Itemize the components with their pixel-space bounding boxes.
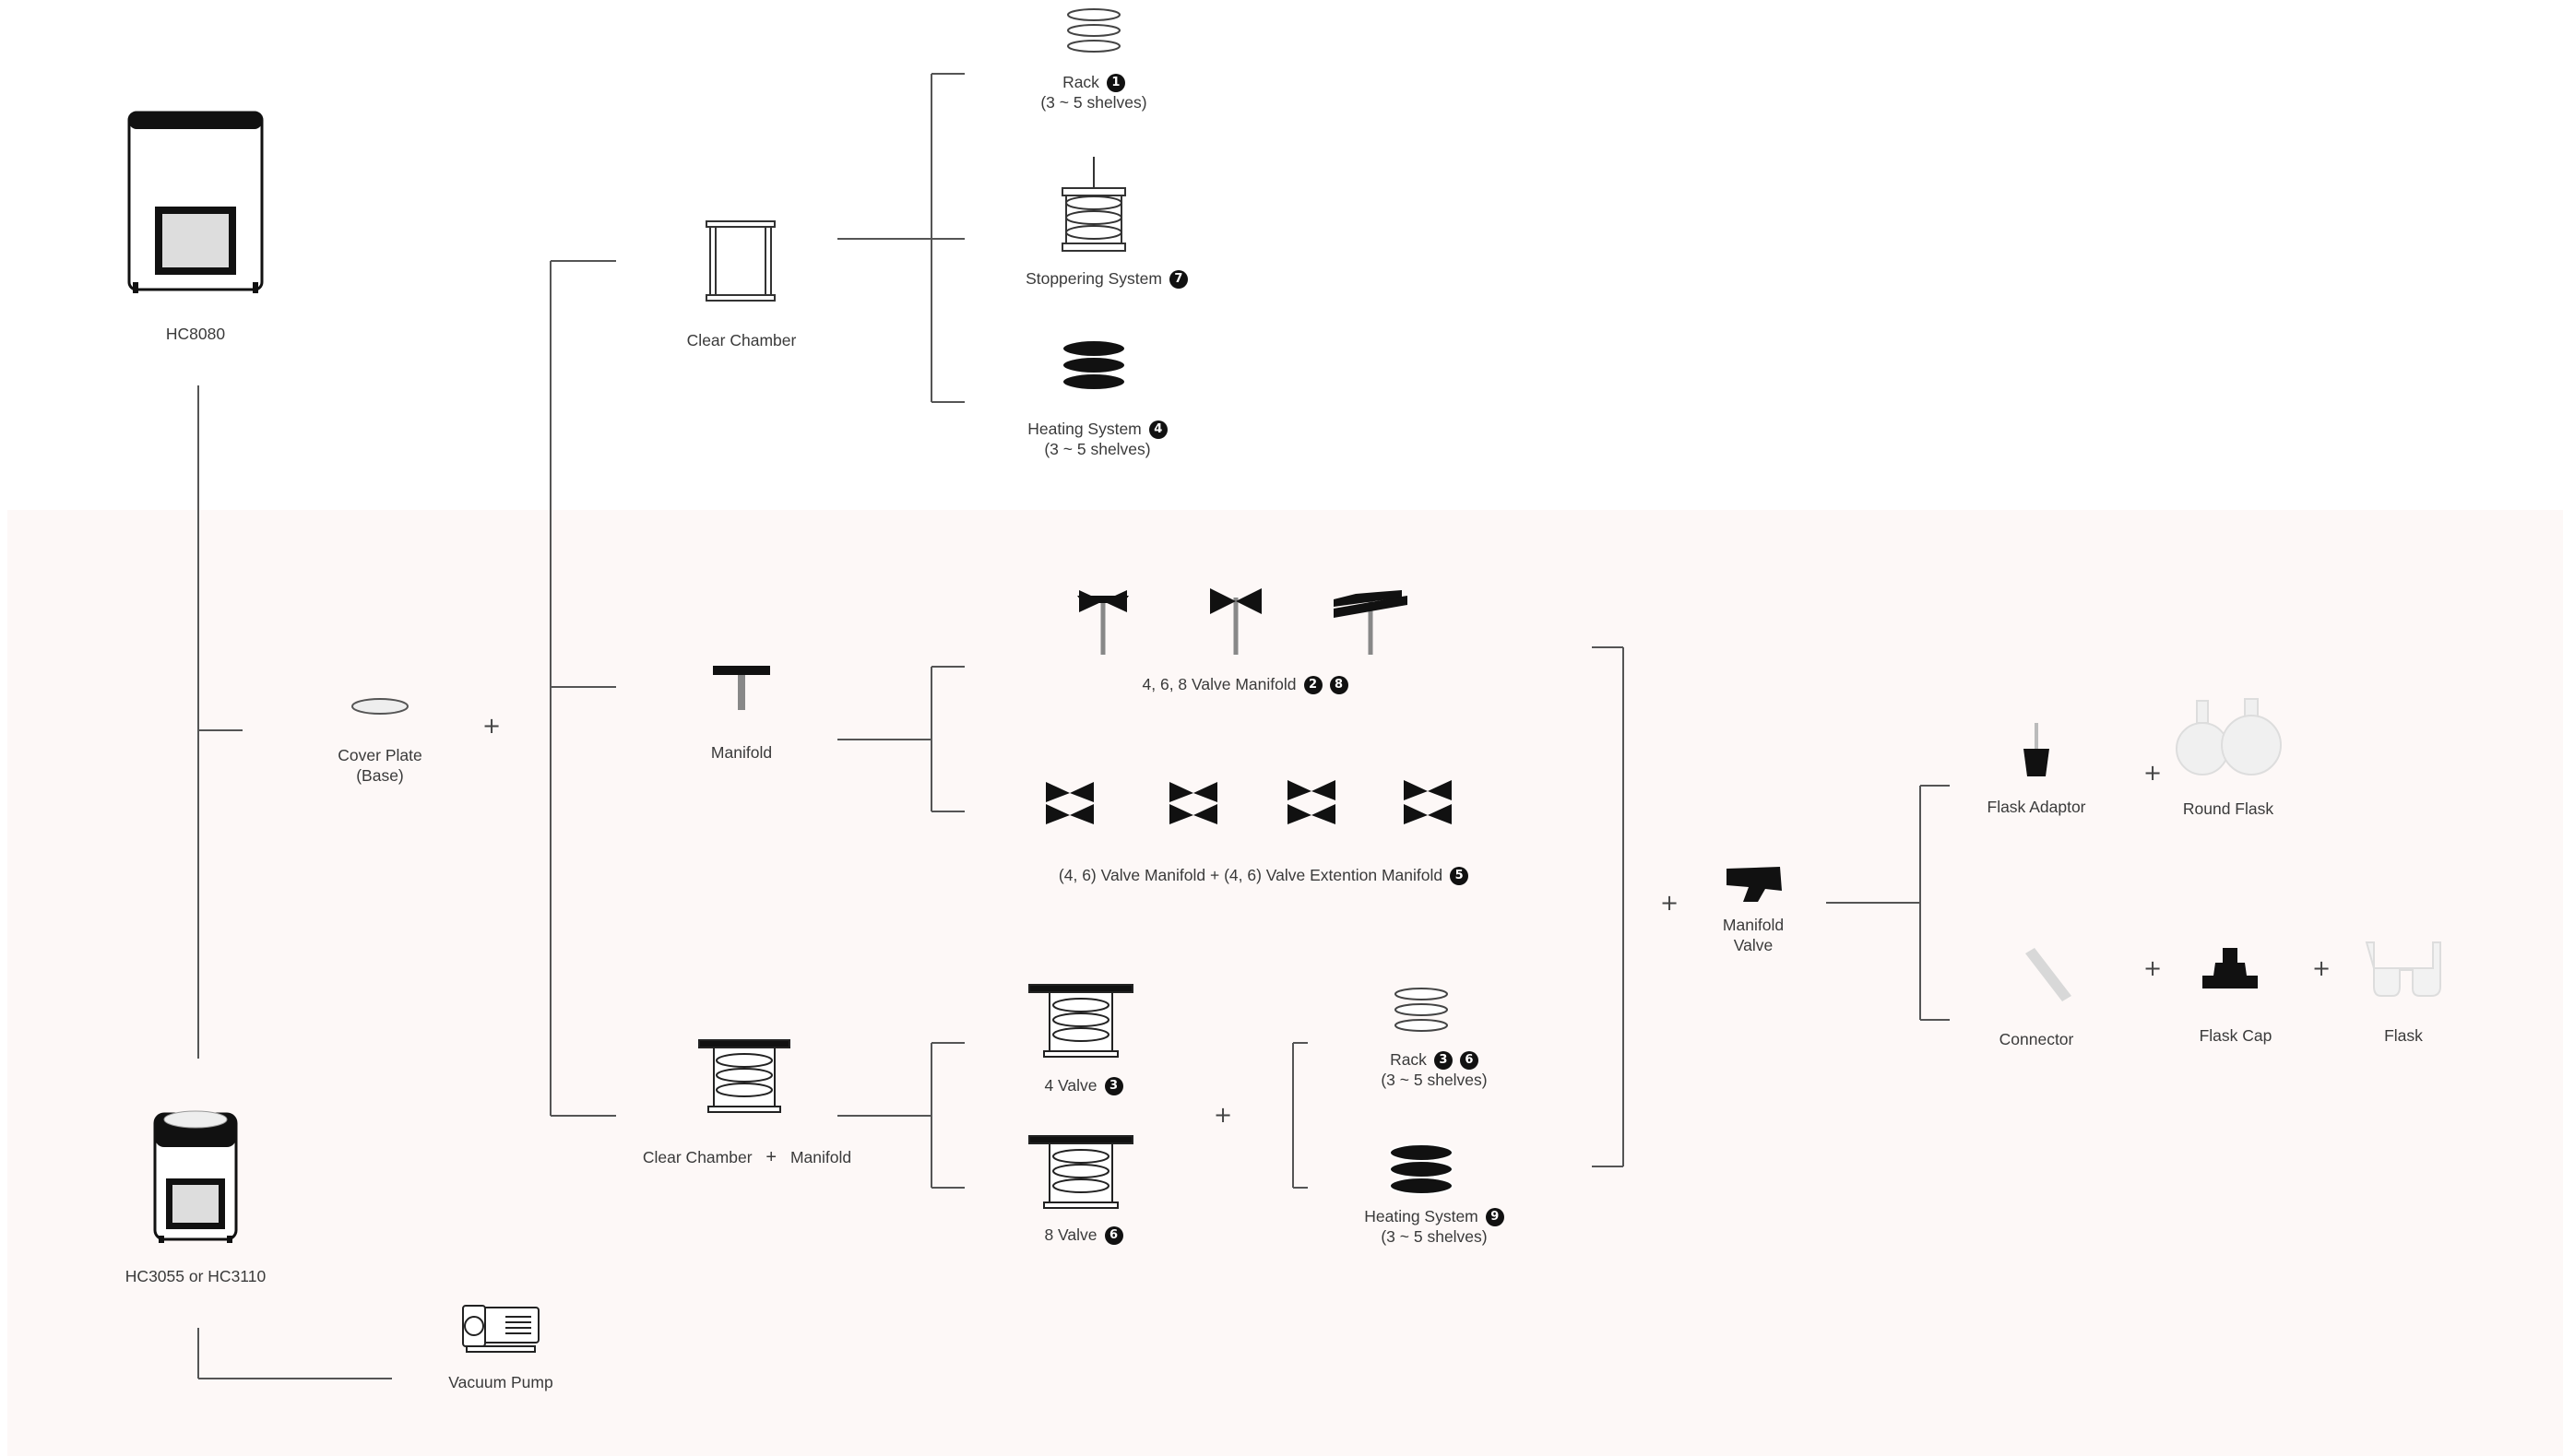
four-valve-chamber-icon bbox=[1028, 984, 1133, 1058]
rack-icon-combo bbox=[1394, 988, 1448, 1032]
manifold-valve-icon bbox=[1726, 867, 1782, 902]
manifold-icon bbox=[713, 666, 770, 710]
flask-icon bbox=[2365, 941, 2441, 997]
vacuum-pump-icon bbox=[462, 1305, 540, 1353]
vacuum-pump-label: Vacuum Pump bbox=[448, 1373, 553, 1391]
plus-sign: + bbox=[482, 713, 502, 739]
badge-7: 7 bbox=[1169, 270, 1188, 290]
badge-1: 1 bbox=[1106, 74, 1125, 93]
plus-sign: + bbox=[1214, 1102, 1233, 1128]
hc3055-label: HC3055 or HC3110 bbox=[125, 1267, 267, 1285]
cover-plate-icon bbox=[351, 698, 409, 715]
hc8080-label: HC8080 bbox=[165, 325, 226, 343]
ext-manifold-label: (4, 6) Valve Manifold + (4, 6) Valve Ext… bbox=[1033, 865, 1494, 886]
rack-icon-top bbox=[1067, 8, 1121, 53]
flask-cap-label: Flask Cap bbox=[2199, 1026, 2272, 1045]
round-flask-icon bbox=[2176, 698, 2282, 775]
clear-chamber-icon bbox=[706, 220, 776, 302]
badge-5: 5 bbox=[1450, 867, 1469, 886]
combo-chamber-icon bbox=[698, 1039, 790, 1113]
flask-cap-icon bbox=[2202, 948, 2258, 988]
round-flask-label: Round Flask bbox=[2182, 799, 2274, 818]
badge-6: 6 bbox=[1104, 1226, 1123, 1246]
manifold-label: Manifold bbox=[710, 743, 773, 762]
flask-adaptor-label: Flask Adaptor bbox=[1987, 798, 2086, 816]
valve-manifold-4-icon bbox=[1077, 590, 1129, 655]
ext-manifold-icons bbox=[1046, 780, 1452, 824]
badge-9: 9 bbox=[1485, 1208, 1504, 1227]
flask-label: Flask bbox=[2384, 1026, 2423, 1045]
badge-4: 4 bbox=[1148, 420, 1168, 440]
lower-section-background bbox=[7, 510, 2563, 1456]
cover-plate-label: Cover Plate (Base) bbox=[338, 746, 422, 785]
hc3055-icon bbox=[153, 1110, 238, 1243]
plus-sign: + bbox=[2312, 955, 2332, 981]
badge-2: 2 bbox=[1303, 676, 1323, 695]
stoppering-system-icon bbox=[1062, 157, 1126, 252]
badge-8: 8 bbox=[1329, 676, 1348, 695]
badge-3: 3 bbox=[1433, 1051, 1453, 1071]
badge-3: 3 bbox=[1104, 1077, 1123, 1096]
flask-adaptor-icon bbox=[2023, 723, 2049, 776]
valve-manifold-6-icon bbox=[1210, 588, 1262, 655]
heating-system-icon-top bbox=[1062, 339, 1126, 391]
hc8080-icon bbox=[127, 111, 264, 293]
connector-icon bbox=[2025, 948, 2071, 1001]
connector-label: Connector bbox=[1999, 1030, 2074, 1048]
clear-chamber-label: Clear Chamber bbox=[686, 331, 797, 349]
manifold-valve-label: Manifold Valve bbox=[1722, 916, 1785, 954]
heating-system-icon-combo bbox=[1389, 1143, 1454, 1195]
eight-valve-chamber-icon bbox=[1028, 1135, 1133, 1209]
plus-sign: + bbox=[1660, 890, 1679, 916]
plus-sign: + bbox=[2143, 760, 2163, 786]
valve-manifold-8-icon bbox=[1334, 590, 1407, 655]
plus-sign: + bbox=[2143, 955, 2163, 981]
combo-chamber-label: Clear Chamber + Manifold bbox=[642, 1147, 852, 1167]
badge-6: 6 bbox=[1459, 1051, 1478, 1071]
